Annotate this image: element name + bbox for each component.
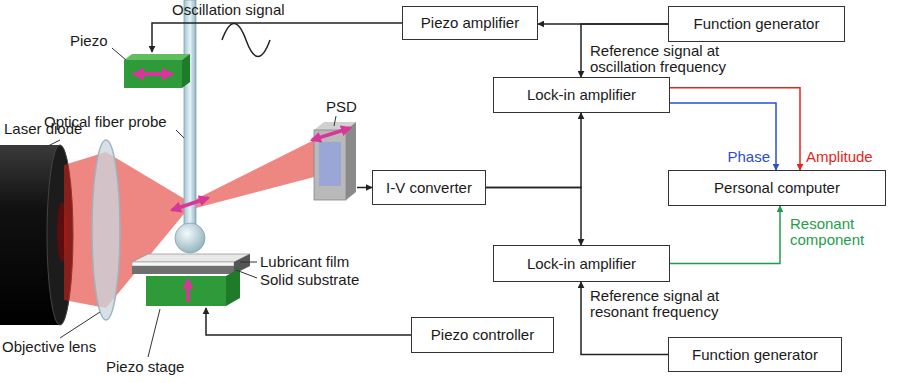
process-box: Lock-in amplifier xyxy=(493,245,670,282)
box-label: Function generator xyxy=(694,15,820,33)
part-label: Solid substrate xyxy=(260,271,359,288)
box-label: Lock-in amplifier xyxy=(527,255,636,273)
process-box: I-V converter xyxy=(372,170,486,205)
vibration-arrow xyxy=(172,198,208,210)
part-label: Piezo xyxy=(70,32,108,49)
piezo-actuator xyxy=(124,54,190,88)
part-label: Objective lens xyxy=(2,338,96,355)
signal-connector xyxy=(486,113,581,188)
signal-connector xyxy=(486,188,581,246)
box-label: Personal computer xyxy=(714,179,840,197)
process-box: Lock-in amplifier xyxy=(493,77,670,113)
part-label: PSD xyxy=(326,98,357,115)
signal-connector xyxy=(670,88,800,170)
part-label: Lubricant film xyxy=(260,253,349,270)
signal-label: Amplitude xyxy=(806,149,886,165)
optical-fiber xyxy=(175,0,205,253)
substrate xyxy=(132,254,250,274)
piezo-stage xyxy=(146,268,240,306)
signal-wire xyxy=(357,187,372,189)
part-label: Piezo stage xyxy=(106,358,184,375)
process-box: Personal computer xyxy=(668,170,886,206)
laser-diode xyxy=(0,145,73,325)
signal-label: Resonant component xyxy=(790,216,882,248)
part-label: Oscillation signal xyxy=(172,1,285,18)
signal-label: Reference signal at oscillation frequenc… xyxy=(590,43,770,75)
process-box: Function generator xyxy=(668,6,845,42)
box-label: Piezo amplifier xyxy=(421,14,519,32)
psd-detector xyxy=(312,122,356,200)
box-label: Function generator xyxy=(692,346,818,364)
box-label: Lock-in amplifier xyxy=(527,86,636,104)
signal-label: Phase xyxy=(716,149,770,165)
leader-line xyxy=(40,48,336,357)
box-label: Piezo controller xyxy=(431,326,534,344)
reflected-beam xyxy=(192,138,318,209)
sine-wave xyxy=(222,24,270,57)
process-box: Function generator xyxy=(668,337,842,372)
process-box: Piezo controller xyxy=(411,317,554,353)
objective-lens xyxy=(92,140,120,320)
signal-connector xyxy=(670,206,780,264)
part-label: Laser diode xyxy=(4,120,82,137)
box-label: I-V converter xyxy=(386,179,472,197)
signal-wire xyxy=(206,308,411,335)
signal-wire xyxy=(152,23,402,52)
signal-label: Reference signal at resonant frequency xyxy=(590,288,770,320)
signal-connector xyxy=(670,103,776,170)
process-box: Piezo amplifier xyxy=(402,6,538,40)
